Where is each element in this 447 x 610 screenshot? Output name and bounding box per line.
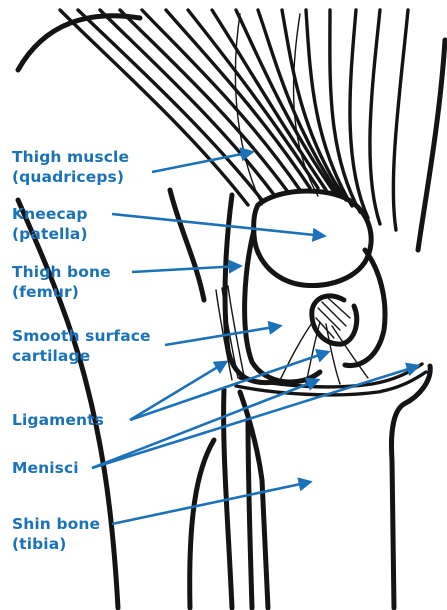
leader-shin-bone [112,482,310,524]
label-thigh-bone-line2: (femur) [12,282,111,302]
label-ligaments: Ligaments [12,410,104,430]
menisci-drawing [236,364,426,395]
label-shin-bone-line2: (tibia) [12,534,100,554]
leader-kneecap [112,214,324,236]
label-cartilage: Smooth surface cartilage [12,326,151,366]
label-kneecap-line2: (patella) [12,224,88,244]
label-cartilage-line2: cartilage [12,346,151,366]
label-thigh-bone-line1: Thigh bone [12,262,111,282]
label-menisci-line1: Menisci [12,458,79,478]
label-shin-bone-line1: Shin bone [12,514,100,534]
label-ligaments-line1: Ligaments [12,410,104,430]
label-shin-bone: Shin bone (tibia) [12,514,100,554]
femur-drawing [225,195,385,383]
patella-drawing [254,191,372,286]
label-kneecap: Kneecap (patella) [12,204,88,244]
label-menisci: Menisci [12,458,79,478]
label-cartilage-line1: Smooth surface [12,326,151,346]
label-thigh-muscle-line1: Thigh muscle [12,147,129,167]
label-thigh-muscle-line2: (quadriceps) [12,167,129,187]
label-thigh-muscle: Thigh muscle (quadriceps) [12,147,129,187]
label-thigh-bone: Thigh bone (femur) [12,262,111,302]
label-kneecap-line1: Kneecap [12,204,88,224]
